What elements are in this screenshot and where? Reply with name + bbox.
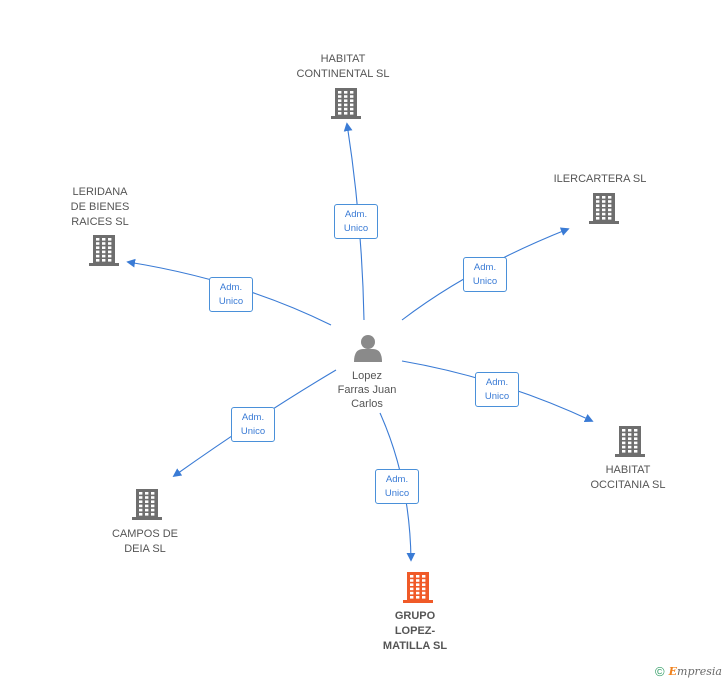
building-icon-grupo-lopez-matilla[interactable] <box>403 572 433 603</box>
copyright-symbol: © <box>655 664 665 679</box>
relation-label-grupo-lopez-matilla: Adm. Unico <box>375 469 419 504</box>
company-label-grupo-lopez-matilla[interactable]: GRUPO LOPEZ- MATILLA SL <box>382 610 448 652</box>
building-icon-ilercartera[interactable] <box>589 193 619 224</box>
brand-logo: Empresia <box>668 665 722 678</box>
relation-label-ilercartera: Adm. Unico <box>463 257 507 292</box>
building-icon-campos-de-deia[interactable] <box>132 489 162 520</box>
person-label[interactable]: Lopez Farras Juan Carlos <box>337 370 397 410</box>
relation-label-habitat-continental: Adm. Unico <box>334 204 378 239</box>
relation-label-habitat-occitania: Adm. Unico <box>475 372 519 407</box>
company-label-habitat-occitania[interactable]: HABITAT OCCITANIA SL <box>590 464 666 491</box>
relation-label-campos-de-deia: Adm. Unico <box>231 407 275 442</box>
company-label-leridana[interactable]: LERIDANA DE BIENES RAICES SL <box>70 186 130 228</box>
building-icon-habitat-continental[interactable] <box>331 88 361 119</box>
company-label-campos-de-deia[interactable]: CAMPOS DE DEIA SL <box>111 528 178 555</box>
copyright-footer: © Empresia <box>655 664 722 679</box>
person-icon[interactable] <box>354 335 382 362</box>
company-label-habitat-continental[interactable]: HABITAT CONTINENTAL SL <box>296 53 390 80</box>
company-label-ilercartera[interactable]: ILERCARTERA SL <box>553 173 647 185</box>
building-icon-habitat-occitania[interactable] <box>615 426 645 457</box>
building-icon-leridana[interactable] <box>89 235 119 266</box>
relation-label-leridana: Adm. Unico <box>209 277 253 312</box>
